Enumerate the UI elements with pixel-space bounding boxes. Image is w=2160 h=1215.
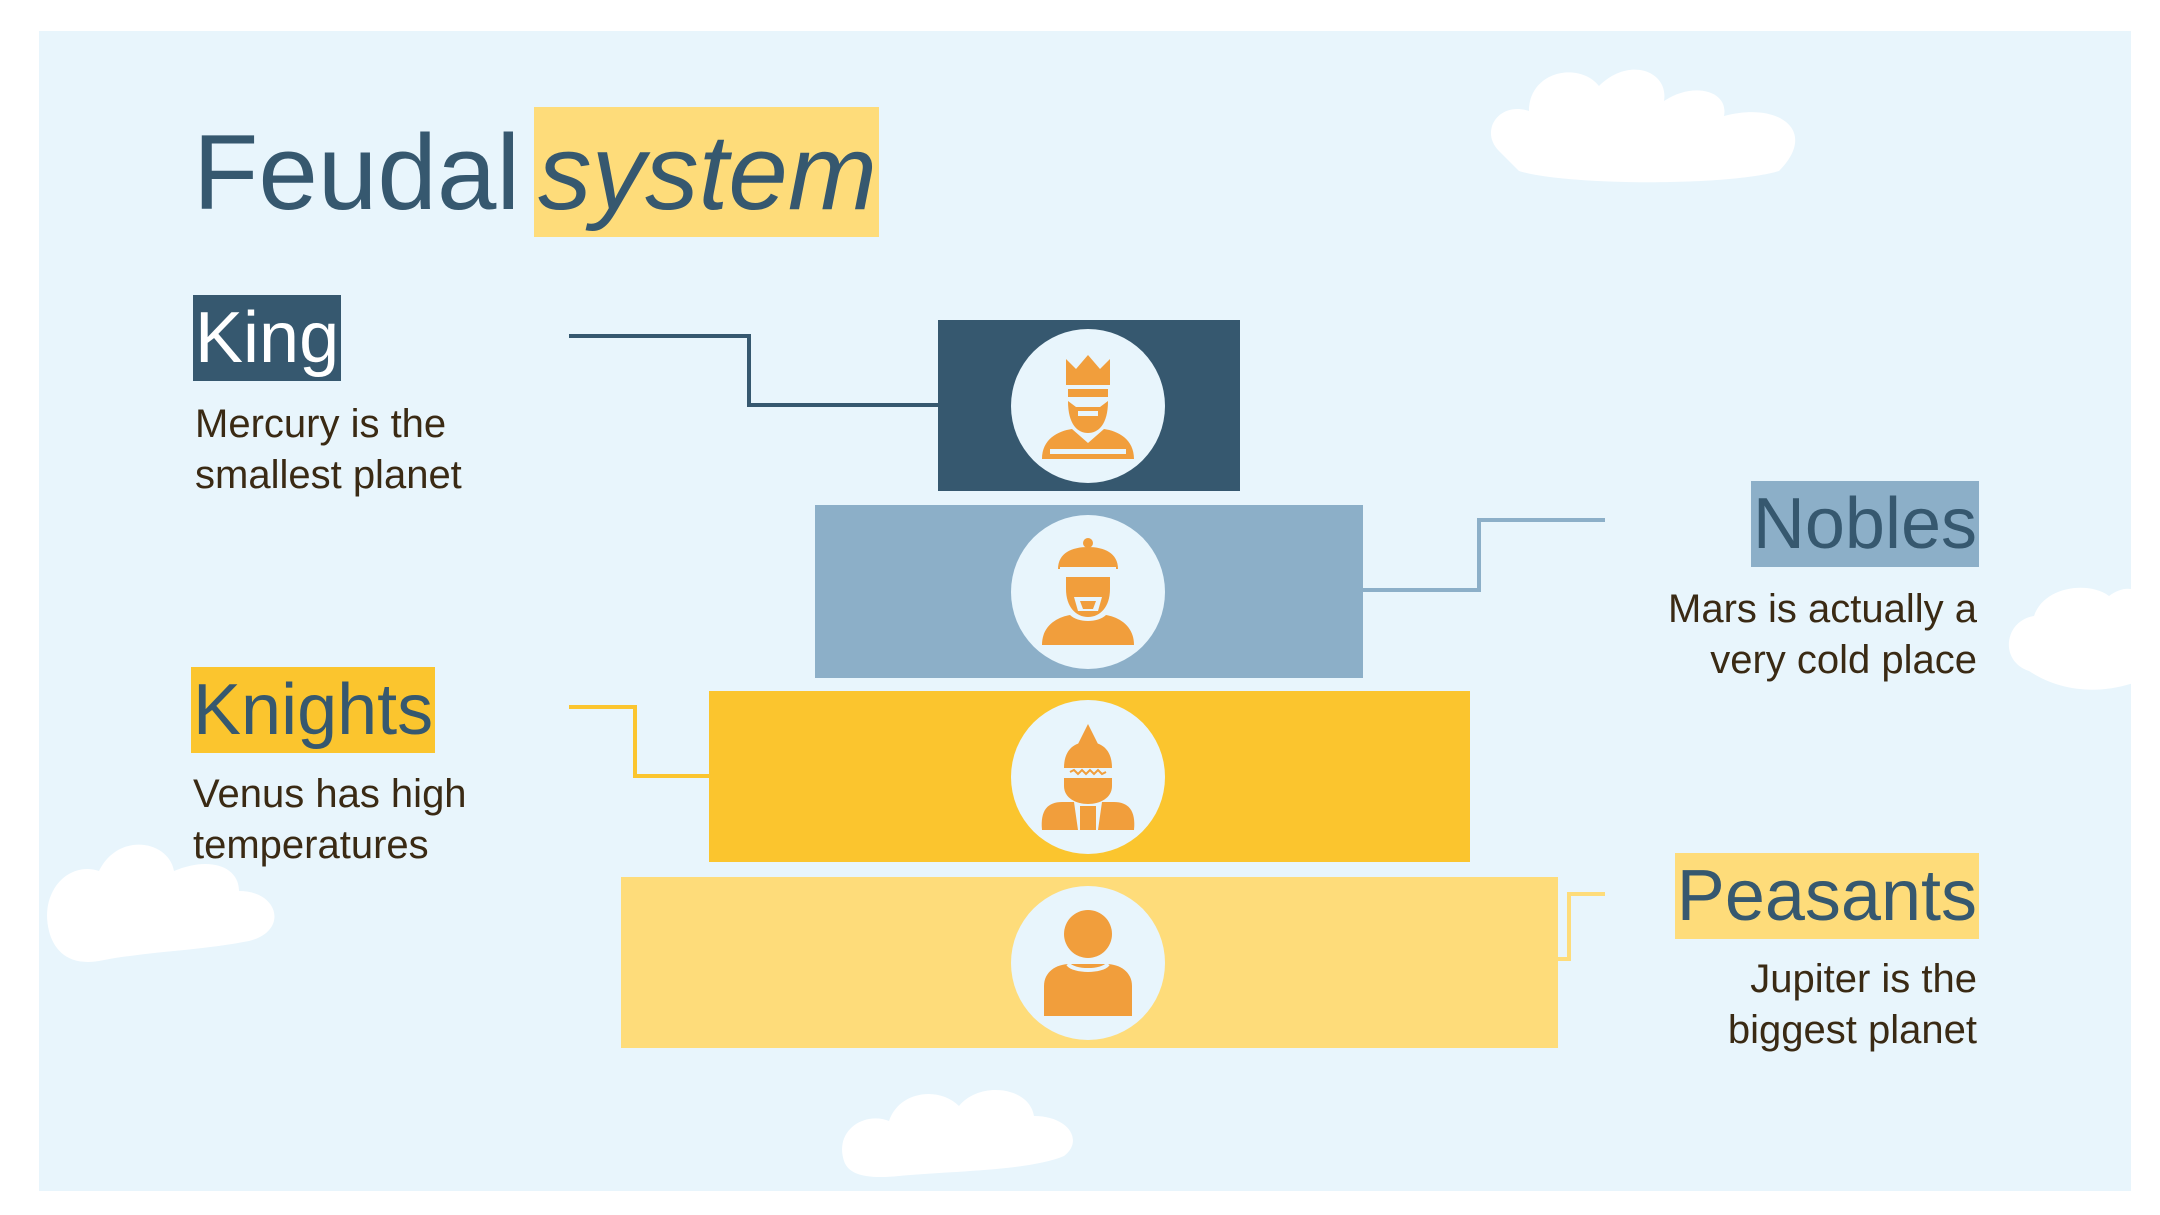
heading-nobles: Nobles — [1750, 481, 1979, 567]
desc-knights: Venus has high temperatures — [193, 772, 467, 867]
connector-knights — [569, 705, 716, 778]
title-plain: Feudal — [193, 112, 521, 232]
connector-king — [569, 334, 938, 407]
cloud-top-right — [1490, 69, 1796, 183]
heading-peasants: Peasants — [1674, 853, 1979, 939]
desc-nobles: Mars is actually a very cold place — [1668, 587, 1977, 682]
peasant-icon-circle — [1011, 886, 1165, 1040]
heading-knights: Knights — [191, 667, 436, 753]
noble-icon-circle — [1011, 515, 1165, 669]
connector-lines — [569, 334, 1605, 961]
noble-icon — [1042, 538, 1134, 645]
king-icon — [1042, 355, 1134, 459]
connector-nobles — [1355, 518, 1605, 592]
cloud-left — [47, 844, 275, 962]
desc-peasants: Jupiter is the biggest planet — [1727, 957, 1977, 1052]
peasant-icon — [1044, 910, 1132, 1016]
title-highlight: system — [534, 107, 880, 237]
cloud-right — [2008, 587, 2131, 690]
desc-king: Mercury is the smallest planet — [195, 402, 462, 497]
knight-icon — [1041, 724, 1135, 830]
king-icon-circle — [1011, 329, 1165, 483]
cloud-bottom — [842, 1089, 1073, 1178]
knight-icon-circle — [1011, 700, 1165, 854]
heading-king: King — [193, 295, 342, 381]
